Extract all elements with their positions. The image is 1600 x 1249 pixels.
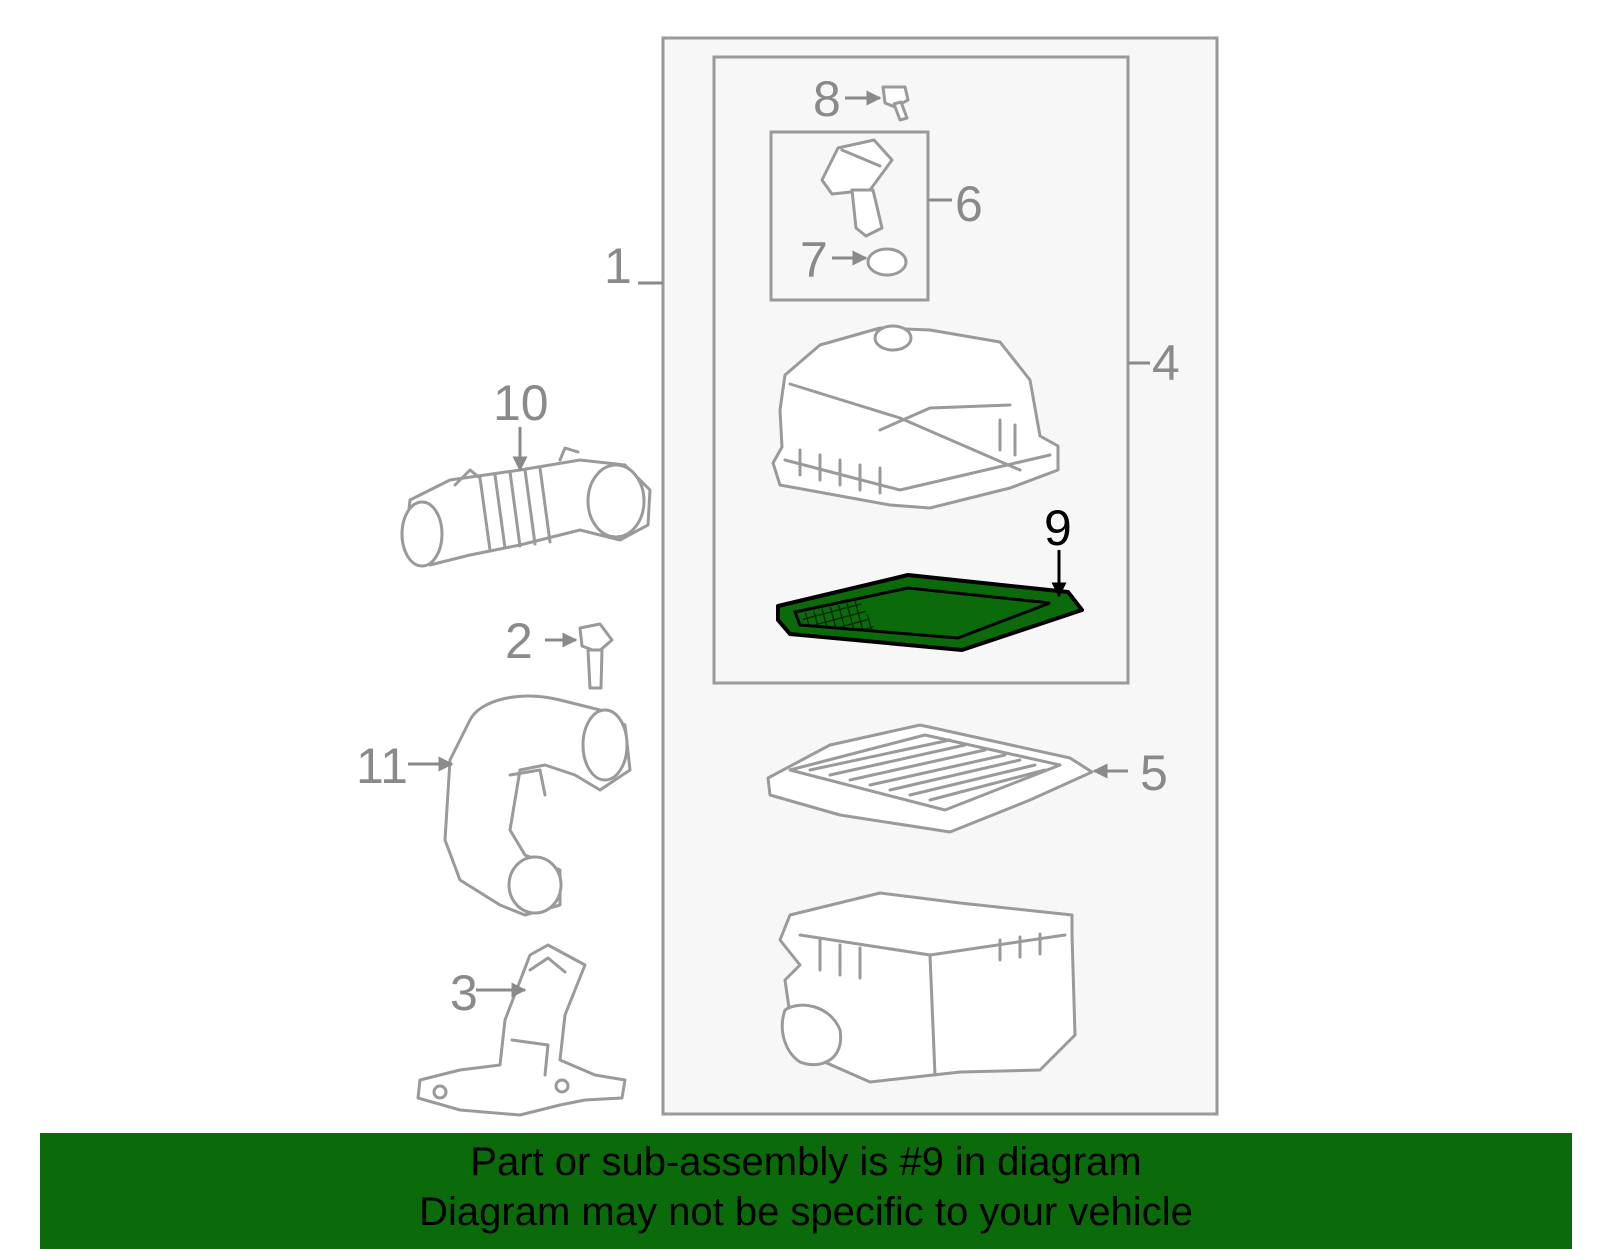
part-3-bracket	[416, 943, 627, 1117]
part-6-sensor	[820, 138, 894, 238]
banner-line-2: Diagram may not be specific to your vehi…	[419, 1190, 1193, 1234]
callout-5: 5	[1140, 745, 1168, 801]
callout-8: 8	[813, 71, 841, 127]
callout-1: 1	[604, 238, 632, 294]
callout-11: 11	[356, 738, 408, 794]
part-7-oring	[866, 247, 908, 277]
callout-6: 6	[955, 176, 983, 232]
part-5-air-filter	[766, 723, 1094, 834]
info-banner: Part or sub-assembly is #9 in diagram Di…	[40, 1133, 1572, 1249]
part-2-bolt	[578, 622, 614, 690]
banner-line-1: Part or sub-assembly is #9 in diagram	[470, 1140, 1142, 1184]
part-upper-cover	[771, 324, 1060, 510]
part-10-intake-hose	[400, 446, 652, 568]
callout-3: 3	[450, 965, 478, 1021]
callout-2: 2	[505, 613, 533, 669]
callout-10: 10	[493, 375, 549, 431]
part-8-screw	[881, 85, 910, 122]
callout-7: 7	[800, 232, 828, 288]
part-11-duct	[443, 694, 632, 917]
part-9-gasket[interactable]	[776, 573, 1084, 652]
callout-4: 4	[1152, 335, 1180, 391]
part-lower-case	[778, 891, 1077, 1084]
callout-9: 9	[1044, 500, 1072, 556]
